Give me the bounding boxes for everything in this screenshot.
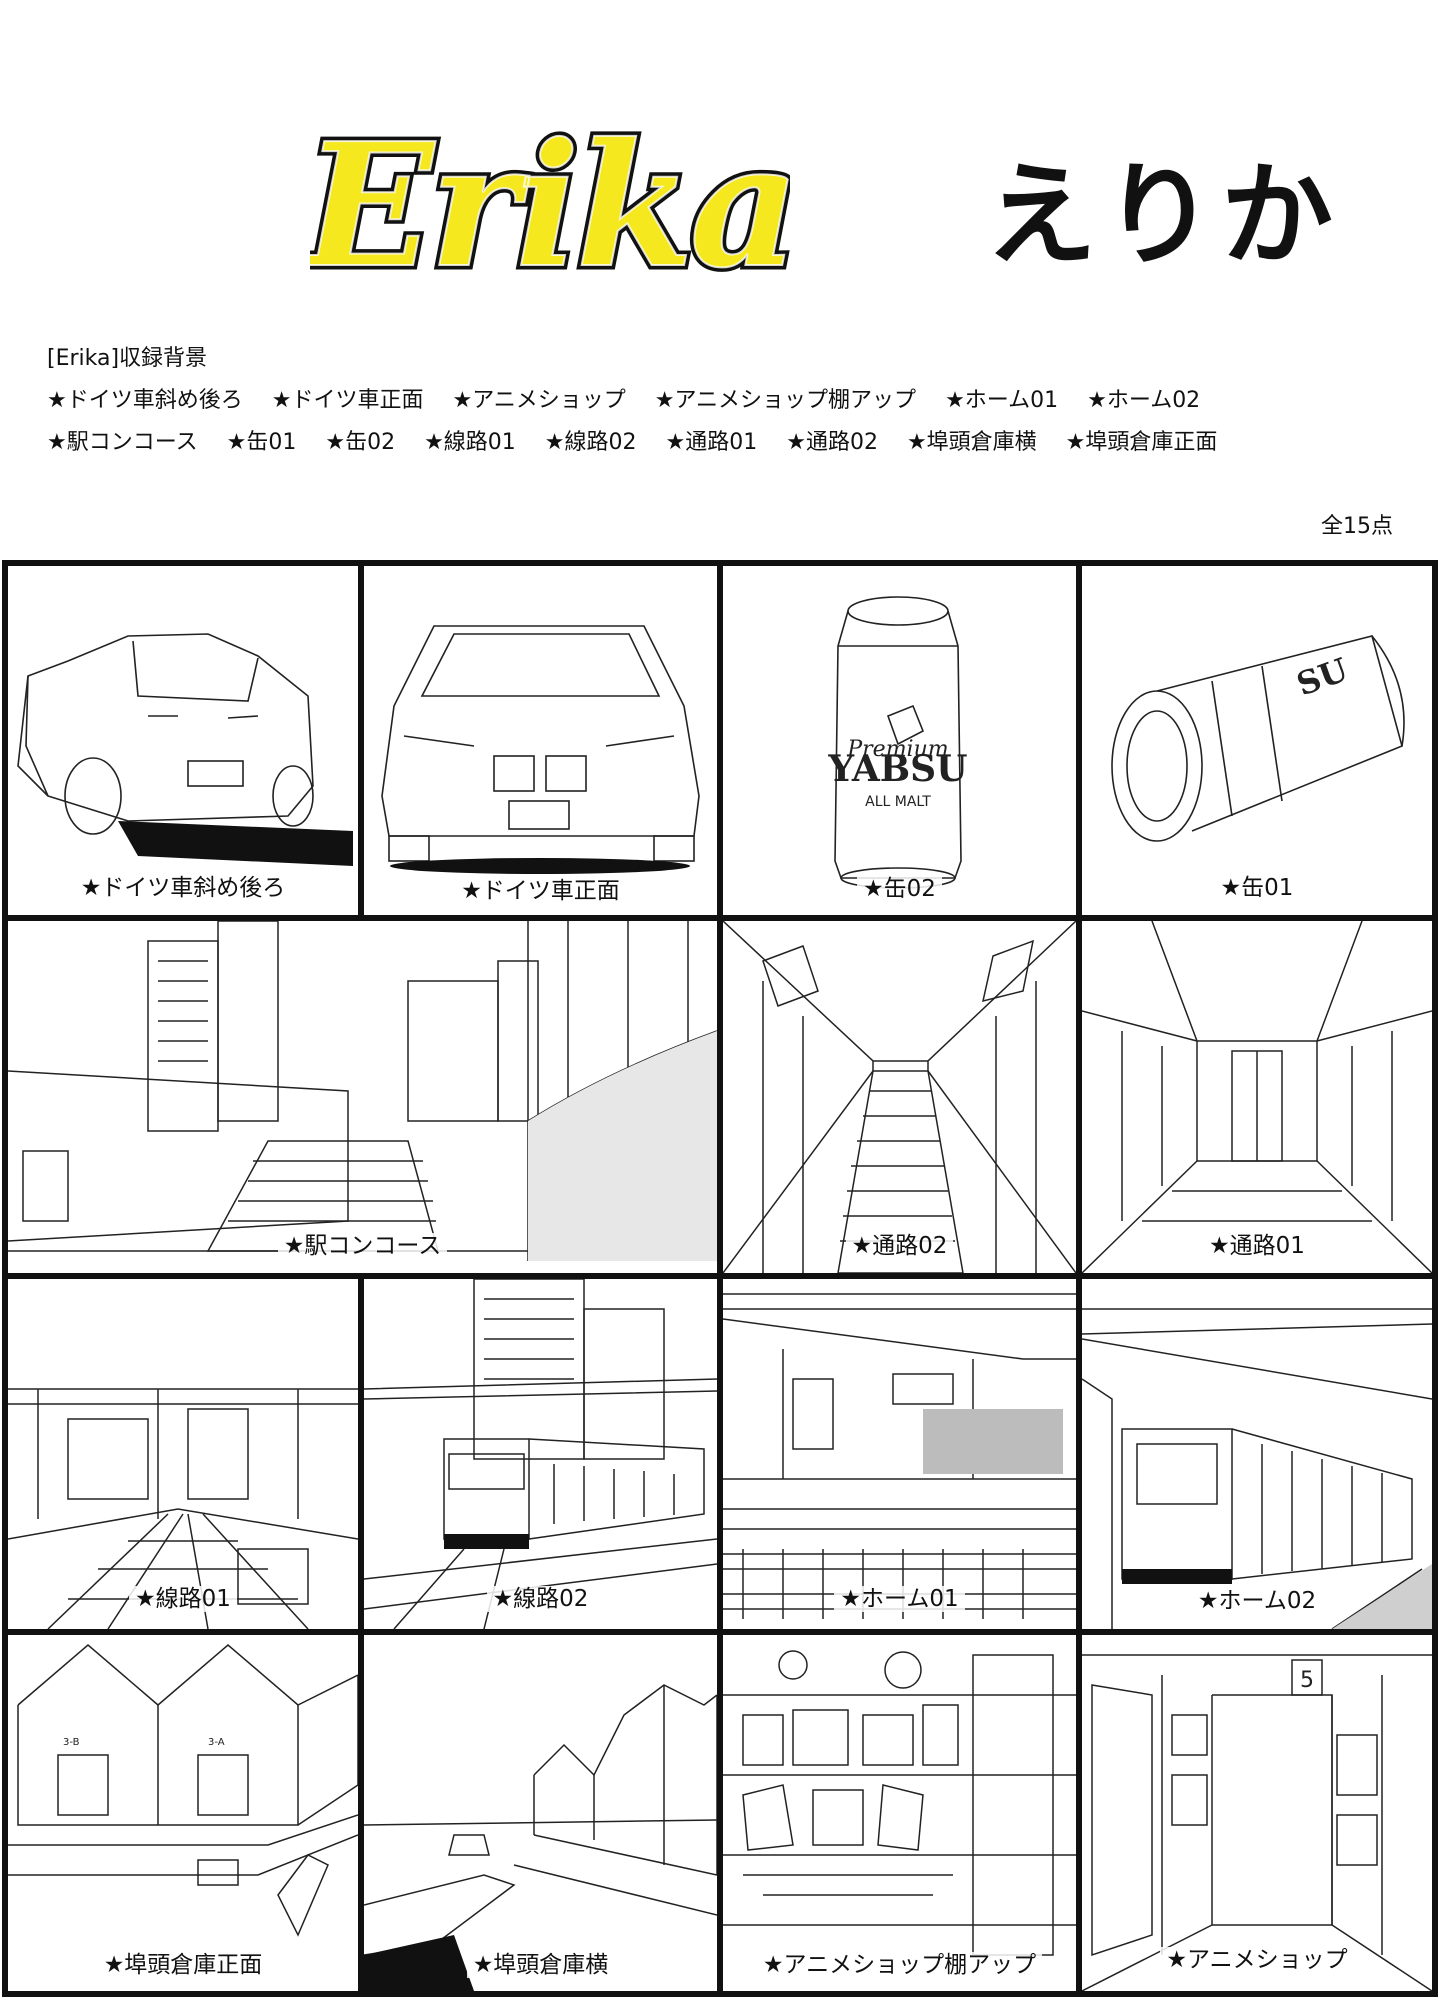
list-item: ★ドイツ車正面 (271, 388, 424, 413)
rail-tracks-icon (8, 1388, 358, 1629)
panel-concourse[interactable]: ★駅コンコース (8, 921, 717, 1273)
info-heading: [Erika]収録背景 (47, 346, 208, 371)
contents-info: [Erika]収録背景 ★ドイツ車斜め後ろ ★ドイツ車正面 ★アニメショップ ★… (47, 348, 1239, 474)
shop-shelf-icon (723, 1650, 1076, 1956)
list-item: ★ドイツ車斜め後ろ (47, 388, 243, 413)
list-item: ★駅コンコース (47, 430, 198, 455)
svg-text:ALL MALT: ALL MALT (865, 794, 931, 810)
svg-text:5: 5 (1300, 1668, 1314, 1693)
panel-stair-corridor[interactable]: ★通路02 (723, 921, 1076, 1273)
list-item: ★通路01 (665, 430, 758, 455)
list-item: ★アニメショップ (452, 388, 626, 413)
platform-icon (723, 1293, 1076, 1619)
platform-train-icon (1082, 1308, 1432, 1629)
panel-caption: ★アニメショップ (1160, 1947, 1354, 1973)
panel-caption: ★ドイツ車斜め後ろ (74, 875, 292, 901)
panel-warehouse-side[interactable]: ★埠頭倉庫横 (364, 1635, 717, 1991)
list-item: ★ホーム02 (1087, 388, 1201, 413)
panel-rail-tracks[interactable]: ★線路01 (8, 1279, 358, 1629)
erika-logo: Erika Erika (310, 125, 790, 300)
panel-platform[interactable]: ★ホーム01 (723, 1279, 1076, 1629)
panel-can-lying[interactable]: SU ★缶01 (1082, 566, 1432, 915)
car-front-icon (381, 625, 700, 874)
list-item: ★アニメショップ棚アップ (654, 388, 917, 413)
background-grid: ★ドイツ車斜め後ろ ★ドイツ車正面 YABSU (2, 560, 1438, 1997)
list-item: ★ホーム01 (945, 388, 1059, 413)
total-count: 全15点 (1321, 514, 1393, 539)
can-lying-icon: SU (1111, 635, 1405, 842)
warehouse-side-icon (364, 1684, 717, 1991)
panel-caption: ★ホーム02 (1191, 1588, 1323, 1614)
list-item: ★缶01 (226, 430, 297, 455)
logo-text-highlight: Erika (310, 125, 790, 300)
rail-train-icon (364, 1279, 717, 1629)
corridor-icon (1082, 921, 1432, 1273)
list-item: ★線路02 (544, 430, 637, 455)
list-item: ★埠頭倉庫正面 (1065, 430, 1218, 455)
panel-caption: ★通路02 (845, 1233, 954, 1259)
svg-text:SU: SU (1292, 650, 1353, 703)
panel-corridor[interactable]: ★通路01 (1082, 921, 1432, 1273)
item-list-line-2: ★駅コンコース ★缶01 ★缶02 ★線路01 ★線路02 ★通路01 ★通路0… (47, 432, 1239, 454)
panel-car-rear[interactable]: ★ドイツ車斜め後ろ (8, 566, 358, 915)
panel-caption: ★埠頭倉庫横 (466, 1952, 615, 1978)
panel-can-standing[interactable]: YABSU Premium ALL MALT ★缶02 (723, 566, 1076, 915)
list-item: ★通路02 (786, 430, 878, 455)
panel-caption: ★アニメショップ棚アップ (756, 1952, 1043, 1978)
stair-corridor-icon (723, 921, 1076, 1273)
svg-text:3-B: 3-B (63, 1737, 80, 1748)
panel-car-front[interactable]: ★ドイツ車正面 (364, 566, 717, 915)
warehouse-front-icon: 3-B 3-A (8, 1644, 358, 1937)
panel-rail-train[interactable]: ★線路02 (364, 1279, 717, 1629)
panel-platform-train[interactable]: ★ホーム02 (1082, 1279, 1432, 1629)
list-item: ★埠頭倉庫横 (906, 430, 1037, 455)
panel-caption: ★ドイツ車正面 (455, 878, 626, 904)
car-rear-icon (17, 633, 353, 866)
panel-shop-shelf[interactable]: ★アニメショップ棚アップ (723, 1635, 1076, 1991)
panel-caption: ★線路01 (129, 1586, 237, 1612)
panel-caption: ★線路02 (486, 1586, 595, 1612)
panel-shop-aisle[interactable]: 5 ★アニメショップ (1082, 1635, 1432, 1991)
svg-text:YABSU: YABSU (827, 748, 967, 790)
header: Erika Erika えりか [Erika]収録背景 ★ドイツ車斜め後ろ ★ド… (0, 0, 1441, 560)
item-list-line-1: ★ドイツ車斜め後ろ ★ドイツ車正面 ★アニメショップ ★アニメショップ棚アップ … (47, 390, 1239, 412)
panel-caption: ★駅コンコース (277, 1233, 448, 1259)
panel-caption: ★缶01 (1214, 875, 1300, 901)
panel-caption: ★缶02 (857, 876, 942, 902)
concourse-icon (8, 921, 717, 1261)
svg-text:3-A: 3-A (208, 1737, 225, 1748)
logo-wordmark: Erika Erika (310, 125, 790, 300)
list-item: ★線路01 (424, 430, 516, 455)
panel-caption: ★埠頭倉庫正面 (97, 1952, 269, 1978)
can-standing-icon: YABSU Premium ALL MALT (827, 596, 968, 889)
panel-caption: ★ホーム01 (834, 1586, 965, 1612)
logo-text: Erika (310, 125, 790, 300)
svg-text:Premium: Premium (846, 737, 948, 762)
panel-warehouse-front[interactable]: 3-B 3-A ★埠頭倉庫正面 (8, 1635, 358, 1991)
list-item: ★缶02 (325, 430, 396, 455)
kana-title: えりか (985, 151, 1339, 281)
shop-aisle-icon: 5 (1082, 1654, 1432, 1991)
panel-caption: ★通路01 (1203, 1233, 1311, 1259)
